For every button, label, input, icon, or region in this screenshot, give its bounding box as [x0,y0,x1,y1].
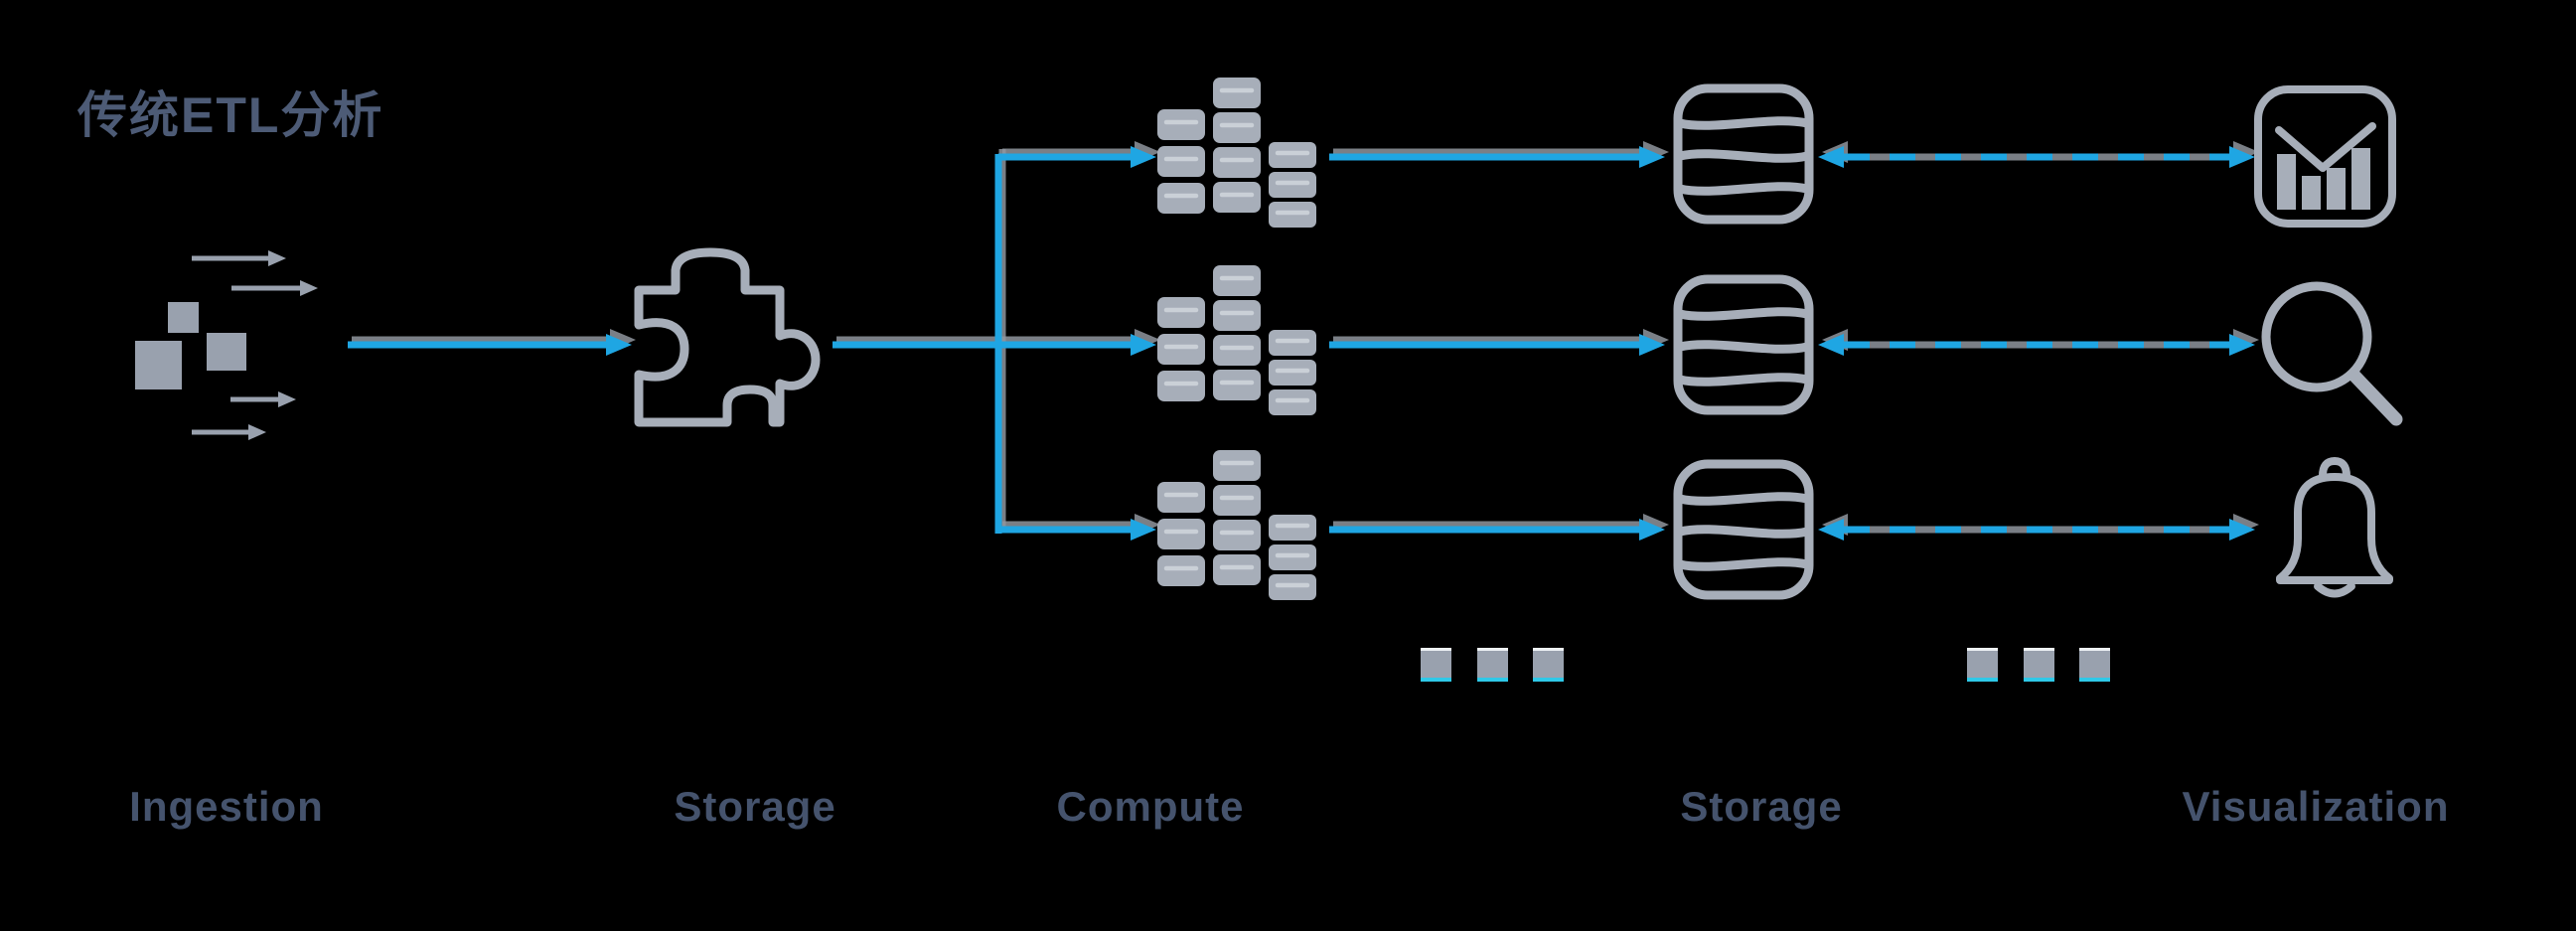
stage-label-ingestion: Ingestion [129,783,324,830]
ingestion-scatter-icon [135,250,318,440]
arrow-compute1-to-storage1 [1329,141,1669,168]
arrow-ingestion-to-storage [348,329,636,356]
bar-chart-icon [2254,85,2396,228]
database-stack-icon [1673,459,1814,600]
arrow-branch-to-compute-2 [998,329,1160,356]
stage-label-storage-1: Storage [674,783,836,830]
ellipsis-square [1967,648,1998,682]
database-stack-icon [1673,274,1814,415]
arrow-branch-to-compute-1 [998,141,1160,168]
stage-label-storage-2: Storage [1680,783,1843,830]
arrow-compute2-to-storage2 [1329,329,1669,356]
dashed-arrow-storage2-viz2 [1818,329,2259,356]
bell-icon [2276,457,2393,598]
server-cluster-icon [1157,450,1316,600]
diagram-title: 传统ETL分析 [77,87,384,143]
dashed-arrow-storage1-viz1 [1818,141,2259,168]
ellipsis-square [1533,648,1564,682]
stage-label-compute: Compute [1056,783,1245,830]
ellipsis-square [1477,648,1508,682]
puzzle-icon [634,247,821,427]
server-cluster-icon [1157,265,1316,415]
ellipsis-square [2024,648,2054,682]
stage-label-visualization: Visualization [2182,783,2450,830]
branch-trunk [833,149,1006,534]
server-cluster-icon [1157,78,1316,228]
ellipsis-square [2079,648,2110,682]
database-stack-icon [1673,83,1814,225]
dashed-arrow-storage3-viz3 [1818,514,2259,541]
arrow-branch-to-compute-3 [998,514,1160,541]
search-icon [2261,281,2403,426]
ellipsis-square [1421,648,1451,682]
arrow-compute3-to-storage3 [1329,514,1669,541]
